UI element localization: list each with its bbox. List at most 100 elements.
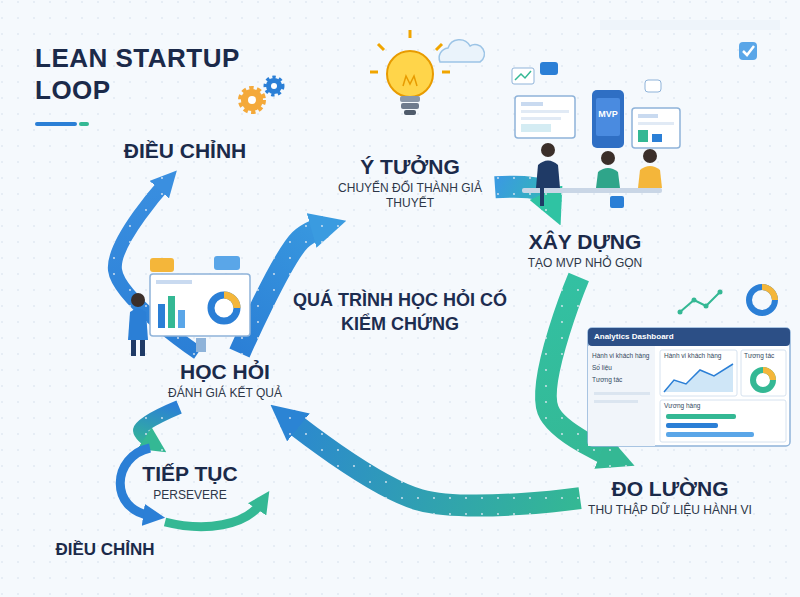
analytics-dashboard-part	[660, 400, 786, 442]
gear-icon-part	[248, 96, 256, 104]
cloud-icon-part	[439, 40, 484, 62]
learning-scene	[128, 256, 250, 356]
learning-scene-part	[128, 309, 148, 341]
analytics-dashboard-part	[666, 414, 736, 419]
background-part	[600, 20, 780, 30]
mvp-scene-part	[540, 188, 544, 206]
stage-node: TIẾP TỤC PERSEVERE	[134, 455, 245, 509]
screen-text: Tương tác	[744, 352, 774, 360]
analytics-dashboard-part	[588, 346, 655, 446]
title-underline-part	[35, 122, 77, 126]
analytics-dashboard-part	[763, 370, 773, 380]
persevere-loop	[120, 448, 262, 527]
lightbulb-icon-part	[387, 51, 433, 97]
mvp-scene-part	[638, 166, 662, 188]
analytics-dashboard-part	[666, 423, 718, 428]
gear-icon-part	[271, 83, 277, 89]
mvp-scene-part	[592, 90, 624, 148]
cloud-icon	[439, 40, 484, 62]
stage-title: HỌC HỎI	[168, 359, 282, 384]
mvp-scene	[512, 62, 680, 208]
learning-scene-part	[224, 295, 237, 308]
pivot-label: ĐIỀU CHỈNH	[55, 540, 154, 560]
mvp-scene-part	[638, 130, 648, 142]
analytics-dashboard-part	[660, 350, 737, 396]
learning-scene-part	[131, 340, 136, 356]
mvp-scene-part	[541, 143, 555, 157]
analytics-dashboard-part	[692, 298, 697, 303]
checkbox-icon	[739, 42, 757, 60]
mvp-scene-part	[515, 71, 531, 80]
learning-scene-part	[158, 304, 165, 328]
screen-text: Số liệu	[592, 364, 612, 372]
learning-scene-part	[211, 295, 237, 321]
mvp-scene-part	[596, 98, 620, 136]
stage-node: HỌC HỎI ĐÁNH GIÁ KẾT QUẢ	[160, 353, 290, 407]
stage-node: Ý TƯỞNGCHUYỂN ĐỔI THÀNH GIẢ THUYẾT	[325, 148, 495, 217]
title-underline-part	[79, 122, 89, 126]
gear-icon-part	[241, 89, 263, 111]
lightbulb-icon-part	[400, 96, 420, 102]
analytics-dashboard-part	[666, 432, 754, 437]
mvp-scene-part	[596, 168, 620, 188]
screen-text: Hành vi khách hàng	[592, 352, 649, 360]
stage-node: ĐIỀU CHỈNH	[116, 132, 255, 169]
learning-scene-part	[168, 296, 175, 328]
lightbulb-icon	[370, 30, 450, 115]
analytics-dashboard-part	[664, 364, 733, 392]
mvp-scene-part	[512, 68, 534, 84]
stage-node: ĐO LƯỜNGTHU THẬP DỮ LIỆU HÀNH VI	[580, 470, 760, 524]
title-underline	[35, 122, 89, 126]
analytics-dashboard-part	[749, 287, 775, 313]
mvp-scene-part	[540, 62, 558, 75]
stage-title: XÂY DỰNG	[528, 229, 642, 254]
analytics-dashboard-part	[588, 328, 790, 346]
lightbulb-icon-part	[404, 110, 416, 115]
mvp-scene-part	[632, 108, 680, 148]
analytics-dashboard	[588, 287, 790, 446]
stage-caption: PERSEVERE	[142, 488, 237, 503]
screen-text: Vương hàng	[664, 402, 700, 410]
mvp-scene-part	[601, 151, 615, 165]
diagram-title: LEAN STARTUP LOOP	[35, 42, 270, 106]
checkbox-icon-part	[743, 46, 754, 55]
stage-caption: CHUYỂN ĐỔI THÀNH GIẢ THUYẾT	[333, 181, 487, 211]
stage-caption: TẠO MVP NHỎ GỌN	[528, 256, 642, 271]
gear-icon-part	[266, 78, 282, 94]
analytics-dashboard-part	[588, 328, 790, 446]
mvp-scene-part	[638, 122, 674, 125]
analytics-dashboard-part	[718, 290, 723, 295]
mvp-scene-part	[521, 102, 543, 106]
stage-caption: ĐÁNH GIÁ KẾT QUẢ	[168, 386, 282, 401]
screen-text: Tương tác	[592, 376, 622, 384]
lightbulb-icon-part	[436, 44, 442, 50]
persevere-loop-part	[165, 502, 262, 527]
stage-caption: THU THẬP DỮ LIỆU HÀNH VI	[588, 503, 752, 518]
stage-title: TIẾP TỤC	[142, 461, 237, 486]
lightbulb-icon-part	[403, 76, 417, 86]
mvp-scene-part	[610, 196, 624, 208]
analytics-dashboard-part	[741, 350, 786, 396]
mvp-scene-part	[652, 134, 662, 142]
lightbulb-icon-part	[442, 71, 450, 74]
analytics-dashboard-part	[594, 392, 650, 395]
mvp-scene-part	[638, 114, 658, 118]
learning-scene-part	[178, 310, 185, 328]
mvp-scene-part	[521, 110, 569, 113]
lightbulb-icon-part	[401, 103, 419, 109]
lightbulb-icon-part	[370, 71, 378, 74]
screen-text: Analytics Dashboard	[594, 332, 674, 342]
learning-scene-part	[156, 280, 192, 284]
learning-scene-part	[150, 258, 174, 272]
learning-scene-part	[131, 293, 145, 307]
mvp-scene-part	[521, 124, 551, 132]
analytics-dashboard-part	[594, 400, 638, 403]
learning-scene-part	[196, 338, 206, 352]
learning-scene-part	[150, 274, 250, 336]
checkbox-icon-part	[739, 42, 757, 60]
stage-title: ĐIỀU CHỈNH	[124, 138, 247, 163]
mvp-scene-part	[515, 96, 575, 138]
